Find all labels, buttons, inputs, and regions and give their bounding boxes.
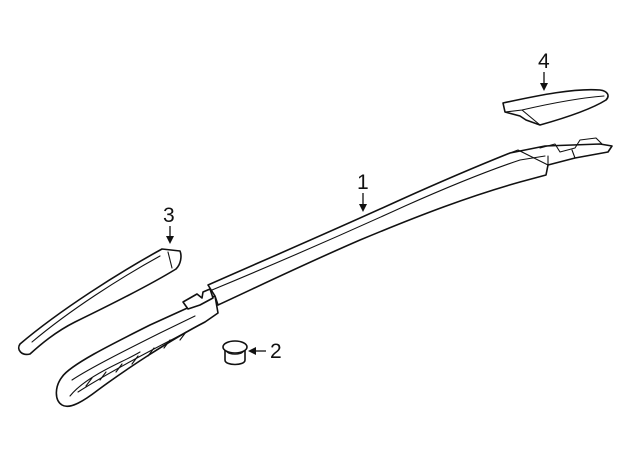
front-rail-cover-body <box>17 248 182 356</box>
clip-rim <box>226 351 244 355</box>
callout-1-arrowhead <box>359 204 367 212</box>
callout-2: 2 <box>248 340 282 363</box>
callout-3: 3 <box>163 204 175 244</box>
callout-3-label: 3 <box>163 204 175 227</box>
roof-rail-base <box>55 295 219 408</box>
clip-head <box>222 340 248 354</box>
callout-3-arrowhead <box>166 236 174 244</box>
rear-rail-cover-part[interactable] <box>502 88 609 126</box>
callout-2-arrowhead <box>248 347 256 355</box>
roof-rail-body-end-detail <box>509 137 603 166</box>
roof-rail-body <box>207 143 613 306</box>
callout-1-label: 1 <box>357 171 369 194</box>
front-rail-cover-part[interactable] <box>17 248 182 356</box>
roof-rail-base-ribs <box>85 331 187 387</box>
callout-1: 1 <box>357 171 369 212</box>
front-rail-cover-edge <box>31 251 173 343</box>
callout-4: 4 <box>538 50 550 91</box>
rear-rail-cover-edge <box>504 95 605 126</box>
rear-rail-cover-body <box>502 88 609 126</box>
roof-rail-body-highlight <box>211 155 546 291</box>
callout-4-arrowhead <box>540 83 548 91</box>
callout-4-label: 4 <box>538 50 550 73</box>
clip-part[interactable] <box>222 340 248 366</box>
roof-rail-part[interactable] <box>55 137 613 408</box>
callout-2-label: 2 <box>270 340 282 363</box>
roof-rail-base-inner-groove <box>69 315 206 397</box>
